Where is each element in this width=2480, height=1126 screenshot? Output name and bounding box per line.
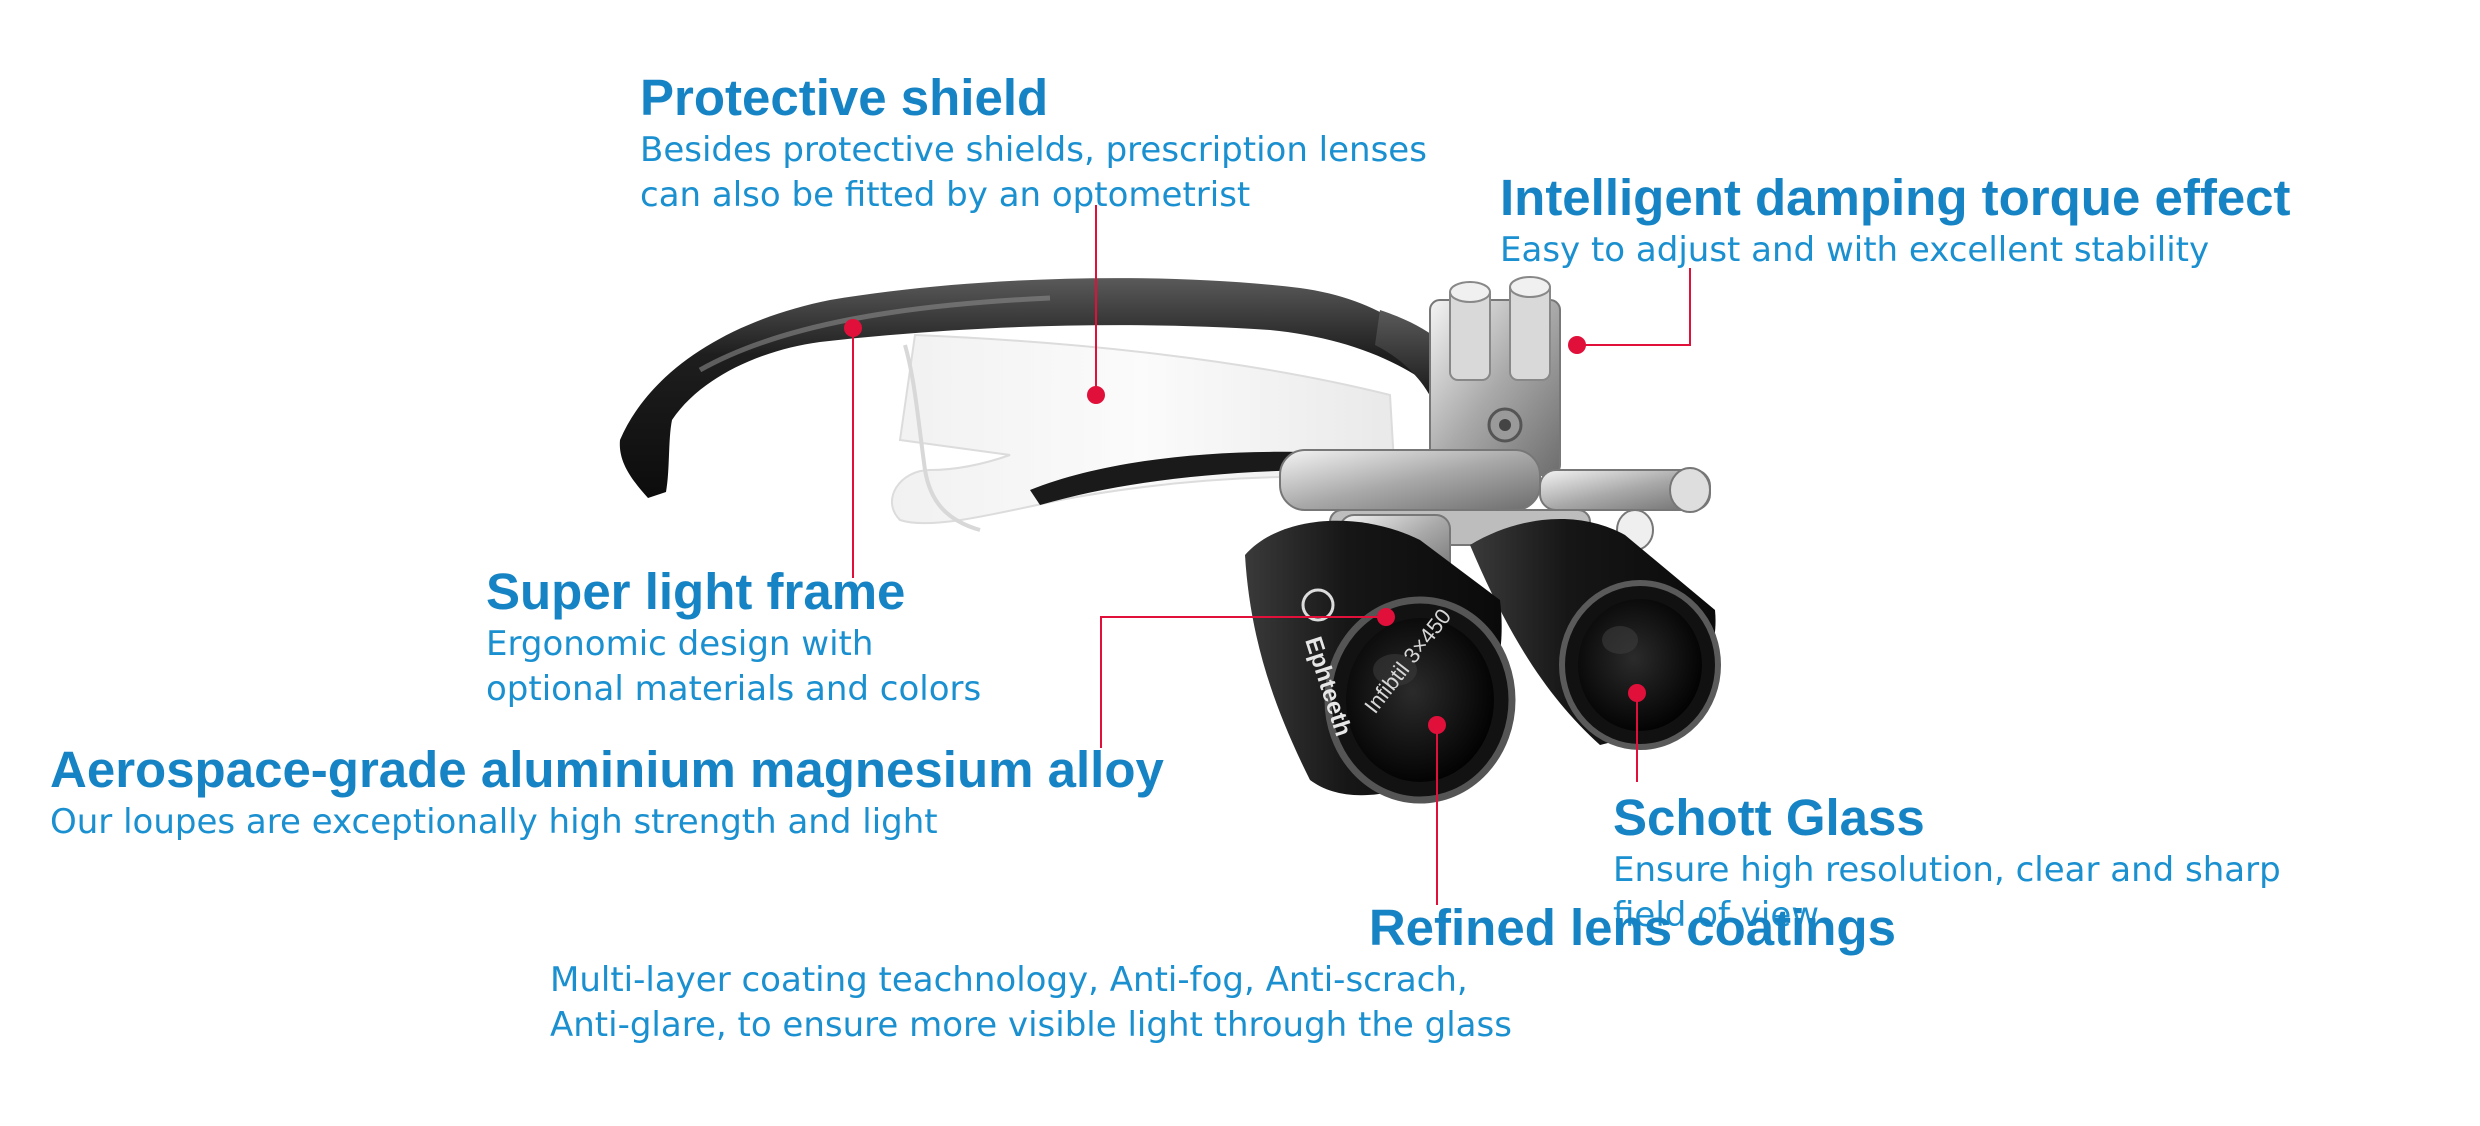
brand-logo-icon — [1301, 588, 1335, 622]
callout-title: Super light frame — [486, 563, 906, 620]
marker-alloy — [1377, 608, 1395, 626]
marker-protective-shield — [1087, 386, 1105, 404]
leader-alloy — [1100, 616, 1386, 748]
callout-title: Intelligent damping torque effect — [1500, 169, 2291, 226]
callout-light-frame: Super light frame Ergonomic design with … — [486, 562, 981, 712]
leader-damping-torque — [1577, 268, 1691, 346]
nose-pad-arm — [1030, 451, 1310, 505]
marker-light-frame — [844, 319, 862, 337]
callout-description: Easy to adjust and with excellent stabil… — [1500, 230, 2210, 270]
left-loupe: Ephteeth Infibtil 3×450 — [1245, 514, 1516, 804]
callout-title: Protective shield — [640, 69, 1049, 126]
marker-dots — [844, 319, 1646, 734]
callout-description: Ergonomic design with optional materials… — [486, 624, 982, 709]
marker-lens-coatings — [1428, 716, 1446, 734]
leader-lines — [852, 205, 1691, 905]
marker-schott-glass — [1628, 684, 1646, 702]
callout-description: Ensure high resolution, clear and sharp … — [1613, 850, 2281, 935]
temple-arm — [619, 278, 1430, 498]
damping-hinge-assembly — [1279, 276, 1711, 551]
marker-damping-torque — [1568, 336, 1586, 354]
callout-title: Aerospace-grade aluminium magnesium allo… — [50, 741, 1164, 798]
shield-left-edge — [903, 344, 981, 532]
callout-description: Multi-layer coating teachnology, Anti-fo… — [550, 960, 1512, 1045]
callout-schott-glass: Schott Glass Ensure high resolution, cle… — [1613, 788, 2281, 938]
callout-description: Besides protective shields, prescription… — [640, 130, 1427, 215]
callout-damping-torque: Intelligent damping torque effect Easy t… — [1500, 168, 2291, 273]
temple-arm-highlight — [698, 295, 1051, 373]
callout-protective-shield: Protective shield Besides protective shi… — [640, 68, 1427, 218]
callout-title: Schott Glass — [1613, 789, 1925, 846]
callout-description: Our loupes are exceptionally high streng… — [50, 802, 938, 842]
callout-lens-coatings: Refined lens coatings Multi-layer coatin… — [550, 898, 1896, 1048]
callout-alloy: Aerospace-grade aluminium magnesium allo… — [50, 740, 1164, 845]
callout-title: Refined lens coatings — [1368, 899, 1896, 956]
right-loupe — [1470, 518, 1721, 750]
protective-shield — [890, 333, 1397, 525]
